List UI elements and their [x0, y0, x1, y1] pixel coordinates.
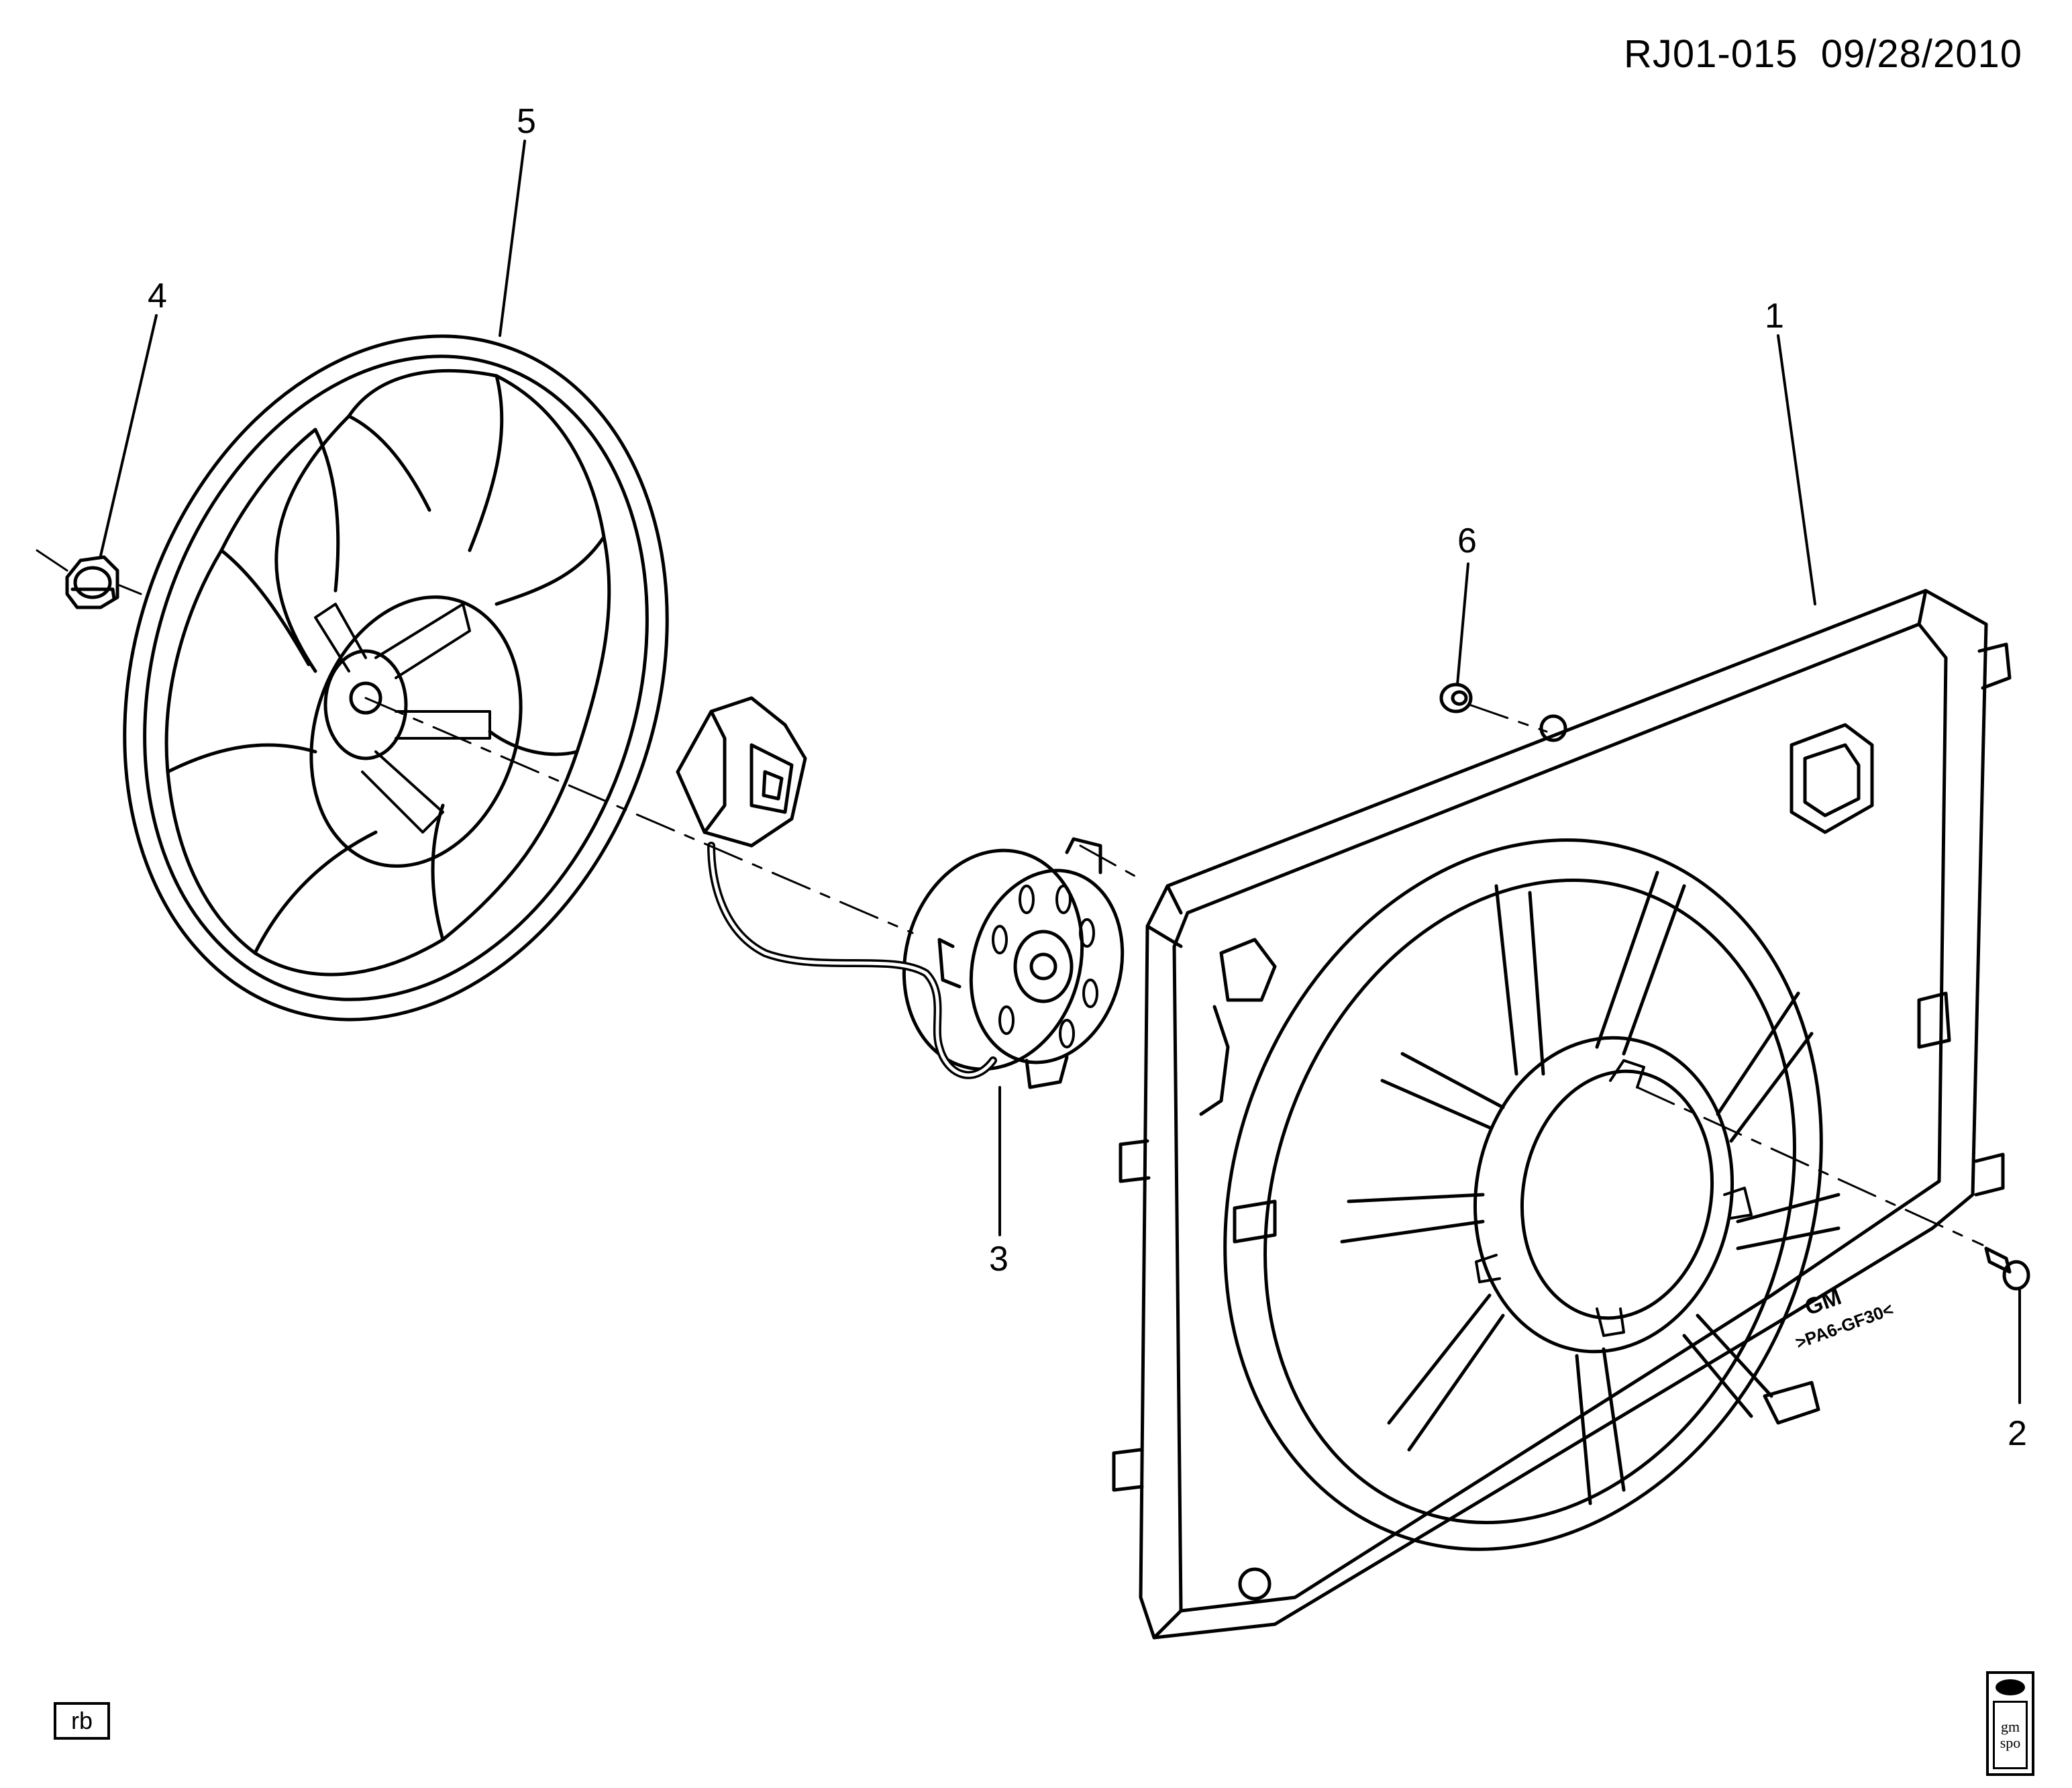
logo-badge: gm spo — [1993, 1701, 2028, 1769]
leader-lines — [101, 141, 2020, 1403]
centerline-motor-to-shroud — [1080, 846, 1141, 879]
nut-body — [67, 557, 117, 607]
motor-mount-tab-side — [939, 940, 960, 987]
leader-1 — [1778, 336, 1815, 604]
shroud-lower-pad — [1765, 1383, 1818, 1423]
logo-line-2: spo — [2000, 1734, 2021, 1751]
fan-hub-inner — [325, 651, 406, 758]
shroud-fan-opening-outer — [1128, 755, 1918, 1634]
leader-5 — [500, 141, 525, 336]
bolt-head — [2004, 1262, 2028, 1289]
callout-1: 1 — [1765, 297, 1784, 336]
shroud-motor-ring-outer — [1451, 1017, 1757, 1373]
fan-motor-part-3 — [678, 698, 1143, 1089]
centerlines — [37, 550, 1983, 1245]
motor-shaft-boss — [1015, 932, 1072, 1001]
fan-hub-ribs — [315, 604, 490, 832]
nut-part-4 — [67, 557, 117, 607]
centerline-shroud-to-bolt — [1637, 1087, 1983, 1245]
clip-hole — [1453, 692, 1466, 704]
motor-mount-tab-top — [1067, 839, 1100, 873]
logo-cap — [1996, 1679, 2025, 1695]
shroud-top-lip — [1168, 591, 1926, 913]
shroud-mount-hole-bottom — [1240, 1569, 1270, 1599]
ref-date: 09/28/2010 — [1820, 32, 2023, 76]
leader-4 — [101, 315, 156, 556]
fan-hub-center — [351, 683, 380, 713]
shroud-mount-hole-top — [1541, 716, 1565, 740]
fan-blade-a — [276, 416, 429, 671]
callout-2: 2 — [2008, 1414, 2027, 1453]
fan-blade-e — [433, 752, 577, 940]
centerline-clip-to-shroud — [1469, 705, 1547, 732]
fan-blade-h — [166, 550, 309, 772]
fan-blade-i — [221, 430, 338, 591]
motor-rear-housing — [880, 830, 1106, 1089]
shroud-side-depth — [1147, 926, 1181, 1638]
shroud-mount-brackets — [1114, 644, 2010, 1490]
nut-face — [75, 568, 110, 597]
shroud-spokes — [1342, 873, 1838, 1503]
callout-6: 6 — [1457, 522, 1477, 560]
gm-spo-logo: gm spo — [1986, 1671, 2034, 1776]
centerline-fan-to-motor — [366, 698, 913, 933]
ref-code: RJ01-015 — [1624, 32, 1798, 76]
motor-mount-tab-bottom — [1027, 1057, 1067, 1087]
clip-part-6 — [1441, 685, 1471, 711]
motor-harness-inner — [711, 846, 993, 1075]
motor-front-face — [950, 853, 1143, 1079]
bolt-shank — [1986, 1248, 2010, 1272]
fan-blades — [166, 371, 609, 975]
fan-hub-outer — [278, 570, 554, 894]
fan-blade-c — [497, 376, 604, 604]
electrical-connector — [678, 698, 805, 846]
centerline-fan-nut-short — [119, 585, 141, 594]
callout-3: 3 — [989, 1240, 1008, 1279]
shroud-motor-ring-inner — [1503, 1056, 1731, 1333]
bolt-part-2 — [1986, 1248, 2028, 1289]
fan-inner-ring — [64, 291, 727, 1066]
fan-blade-g — [168, 745, 315, 953]
nut-flange — [72, 589, 114, 599]
diagram-header: RJ01-015 09/28/2010 — [1624, 35, 2022, 74]
fan-blade-part-5 — [39, 265, 752, 1091]
shroud-clips — [1201, 725, 1949, 1242]
fan-blade-f — [255, 832, 443, 975]
shroud-outer-frame — [1141, 591, 1986, 1638]
shroud-inner-frame — [1174, 624, 1946, 1611]
callout-4: 4 — [148, 277, 167, 315]
shroud-hub-tabs — [1476, 1060, 1751, 1336]
callout-5: 5 — [517, 102, 536, 141]
shroud-fan-opening-inner — [1178, 805, 1881, 1598]
fan-outer-ring — [39, 265, 752, 1091]
leader-6 — [1457, 564, 1468, 685]
motor-shaft — [1031, 954, 1055, 979]
motor-vents — [993, 886, 1097, 1047]
fan-blade-d — [490, 537, 609, 754]
fan-blade-b — [349, 371, 502, 551]
author-tag: rb — [54, 1702, 110, 1740]
motor-harness — [711, 846, 993, 1075]
fan-shroud-part-1: GM >PA6-GF30< — [1114, 591, 2010, 1638]
centerline-nut-to-fan — [37, 550, 67, 570]
logo-line-1: gm — [2000, 1718, 2020, 1735]
shroud-marking-brand: GM — [1802, 1284, 1845, 1320]
